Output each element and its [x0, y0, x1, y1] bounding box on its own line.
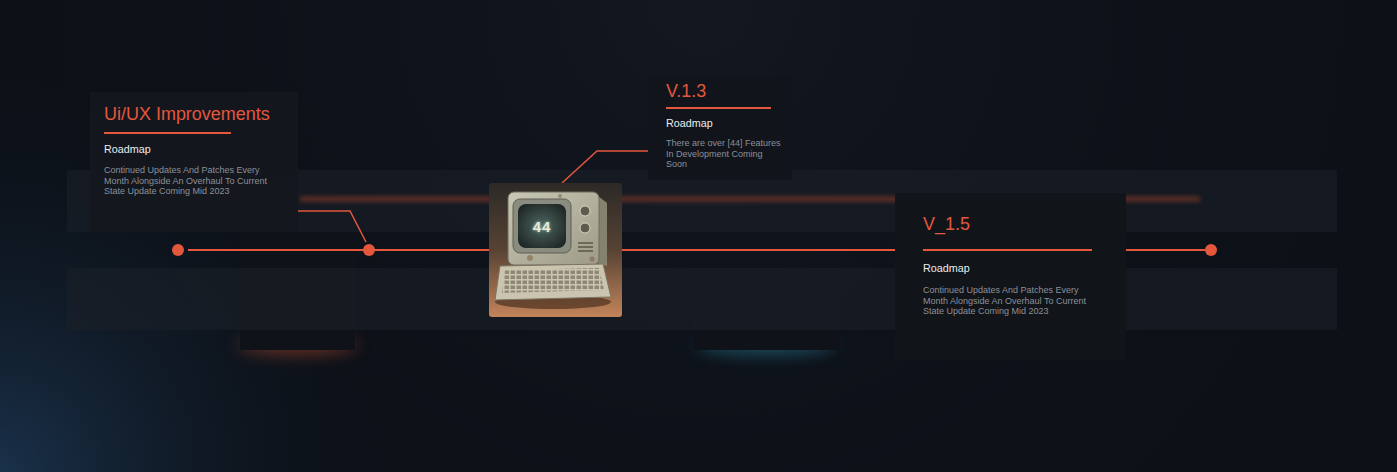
card-heading: Ui/UX Improvements — [104, 103, 298, 126]
rust-spot — [590, 257, 595, 262]
leader-line — [562, 151, 648, 183]
card-subtitle: Roadmap — [923, 261, 1126, 275]
keyboard-keys — [502, 268, 604, 293]
card-subtitle: Roadmap — [666, 116, 792, 130]
knob — [580, 206, 590, 216]
heading-underline — [104, 132, 231, 134]
roadmap-card: V.1.3RoadmapThere are over [44] Features… — [648, 75, 792, 180]
timeline-line — [622, 249, 895, 251]
picture-ground — [489, 183, 622, 317]
roadmap-card: Ui/UX ImprovementsRoadmapContinued Updat… — [90, 92, 298, 232]
timeline-line — [1126, 249, 1205, 251]
card-body: Continued Updates And Patches Every Mont… — [923, 285, 1095, 317]
timeline-dot — [363, 244, 375, 256]
timeline-dot — [1205, 244, 1217, 256]
roadmap-card: V_1.5RoadmapContinued Updates And Patche… — [895, 193, 1126, 360]
vent — [578, 246, 593, 248]
keyboard-base — [495, 264, 611, 300]
card-heading: V.1.3 — [666, 80, 792, 103]
computer-illustration — [489, 183, 622, 317]
knob — [580, 223, 590, 233]
heading-underline — [923, 249, 1092, 251]
monitor-housing — [508, 192, 599, 265]
timeline-dot — [172, 244, 184, 256]
timeline-line — [188, 249, 489, 251]
card-body: Continued Updates And Patches Every Mont… — [104, 165, 286, 197]
card-body: There are over [44] Features In Developm… — [666, 138, 784, 170]
screen-bezel — [513, 199, 571, 253]
rust-spot — [558, 194, 562, 198]
card-heading: V_1.5 — [923, 213, 1126, 236]
rust-spot — [527, 255, 533, 261]
screen-number: 44 — [533, 218, 552, 235]
leader-line — [298, 211, 366, 242]
screen — [518, 204, 566, 248]
band — [67, 268, 1337, 330]
heading-underline — [666, 107, 771, 109]
card-subtitle: Roadmap — [104, 142, 298, 156]
vent — [578, 250, 593, 252]
vent — [578, 242, 593, 244]
